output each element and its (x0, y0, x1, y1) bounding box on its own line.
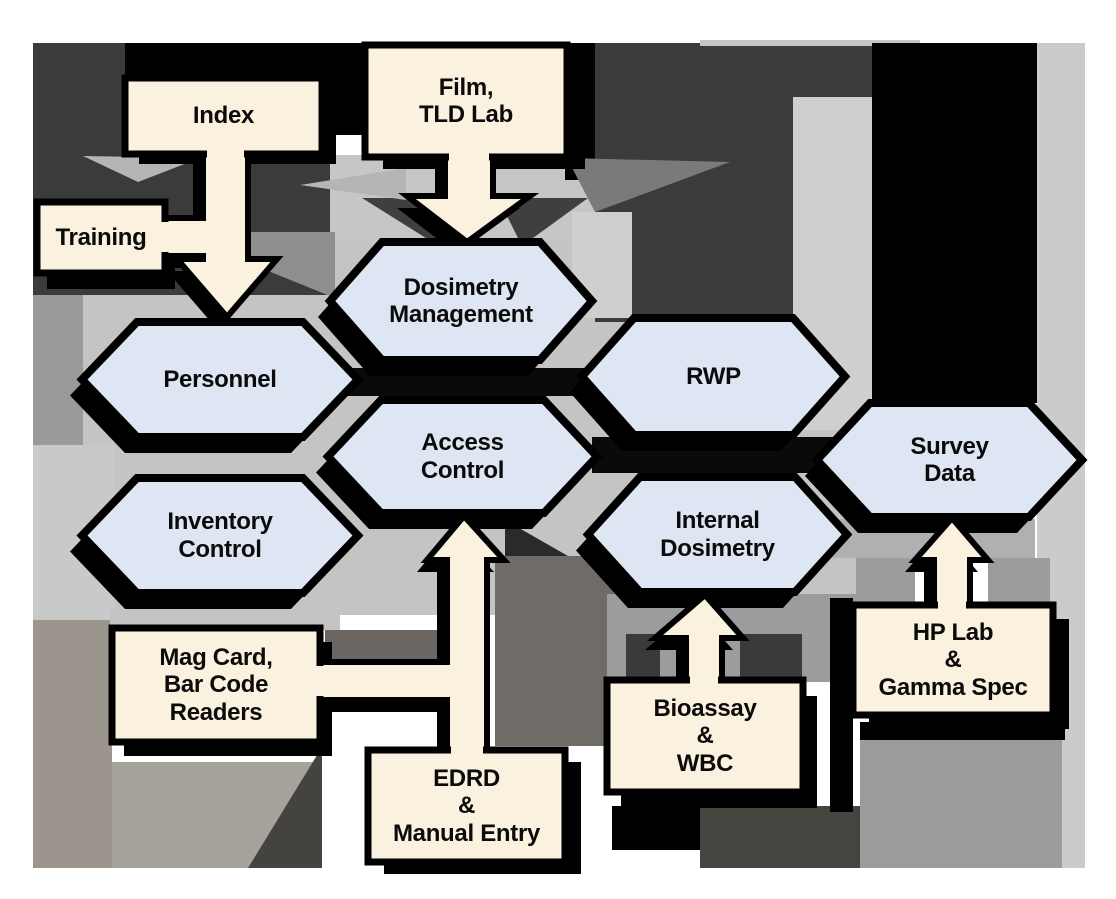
bg-gray-under-hplab (860, 740, 1062, 868)
index-training-to-personnel-arrow (159, 147, 284, 322)
bg-gray-right-of-hp-arrow (988, 558, 1050, 607)
bg-dark-chunk-right-of-bioassay-stem (740, 634, 802, 682)
film-stem-patch (449, 146, 489, 164)
dosimetry-management-hexagon (324, 238, 598, 364)
survey-data-hexagon (811, 399, 1088, 521)
film-tld-lab-box (361, 41, 571, 161)
bioassay-stem-patch (690, 674, 718, 690)
bg-gray-above-magcard-arm (325, 630, 443, 662)
personnel-hexagon (76, 318, 364, 441)
bg-left-medium (33, 295, 83, 445)
training-tab-patch (158, 222, 173, 252)
training-box (33, 198, 169, 277)
bioassay-box (603, 676, 807, 796)
bg-black-block-right (872, 43, 1037, 403)
bg-dark-chunk-left-of-bioassay-stem (626, 634, 660, 682)
index-box (121, 74, 326, 158)
inventory-control-hexagon (76, 474, 364, 597)
bg-top-light-strip (700, 40, 920, 46)
junction-patches (158, 146, 966, 760)
bg-dark-wedge-bottomleft (248, 747, 322, 868)
internal-dosimetry-hexagon (582, 473, 853, 596)
bg-gray-wedge-above-rwp (567, 158, 730, 212)
access-control-hexagon (322, 396, 603, 517)
edrd-magcard-to-access-arrow (313, 511, 511, 761)
edrd-stem-patch (451, 744, 483, 760)
bg-black-band-left-of-hplab (830, 598, 853, 812)
index-stem-patch (207, 146, 244, 162)
bg-light-chevron-film-left (300, 168, 406, 200)
bg-left-warmgray (33, 620, 112, 868)
bg-dark-wedge-under-film-right (498, 198, 588, 246)
hexagon-layer (76, 238, 1088, 597)
hp-lab-box (849, 601, 1057, 719)
edrd-box (364, 746, 569, 866)
hp-stem-patch (938, 598, 966, 613)
magcard-arm-patch (311, 666, 327, 696)
bg-gray-left-of-hp-arrow (856, 558, 915, 607)
mag-card-box (108, 624, 324, 746)
rwp-hexagon (576, 314, 851, 439)
bg-dark-topright-a (595, 43, 872, 100)
bg-dark-bottom-center-right (700, 806, 862, 868)
